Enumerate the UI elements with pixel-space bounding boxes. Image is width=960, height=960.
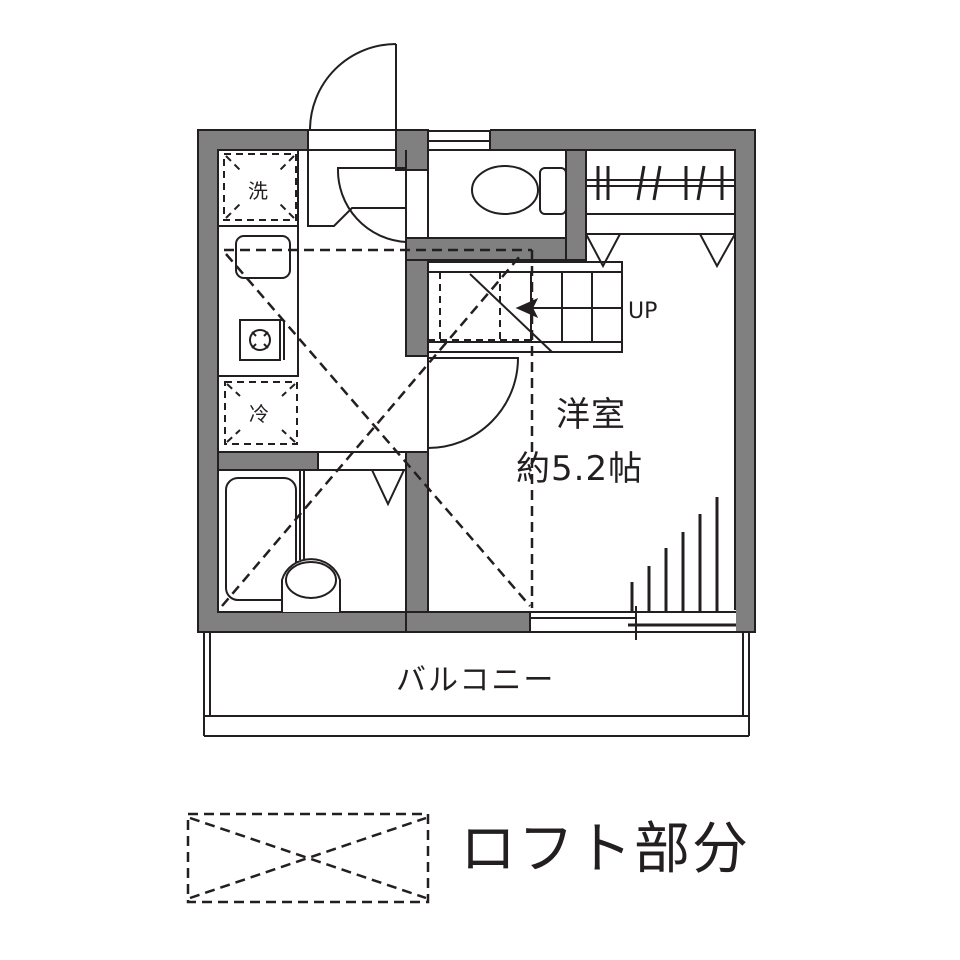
stairs xyxy=(427,261,623,353)
room-door xyxy=(427,356,520,452)
stairs-up-label: UP xyxy=(628,299,658,324)
loft-legend-label: ロフト部分 xyxy=(460,817,750,882)
balcony-label: バルコニー xyxy=(396,663,556,698)
fridge-label: 冷 xyxy=(249,402,269,426)
washer-space xyxy=(223,153,297,221)
loft-legend-symbol xyxy=(186,812,430,904)
washer-label: 洗 xyxy=(248,179,268,203)
toilet xyxy=(427,149,567,239)
closet xyxy=(585,149,736,269)
balcony-window xyxy=(529,606,736,640)
storage-steps xyxy=(630,497,719,612)
fridge-space xyxy=(224,381,298,445)
kitchen-counter xyxy=(217,225,299,377)
loft-outline xyxy=(221,248,534,608)
room-size: 約5.2帖 xyxy=(516,449,644,489)
room-name: 洋室 xyxy=(556,395,626,435)
bathroom xyxy=(225,469,405,612)
entrance-door xyxy=(309,43,397,131)
balcony xyxy=(203,632,750,737)
